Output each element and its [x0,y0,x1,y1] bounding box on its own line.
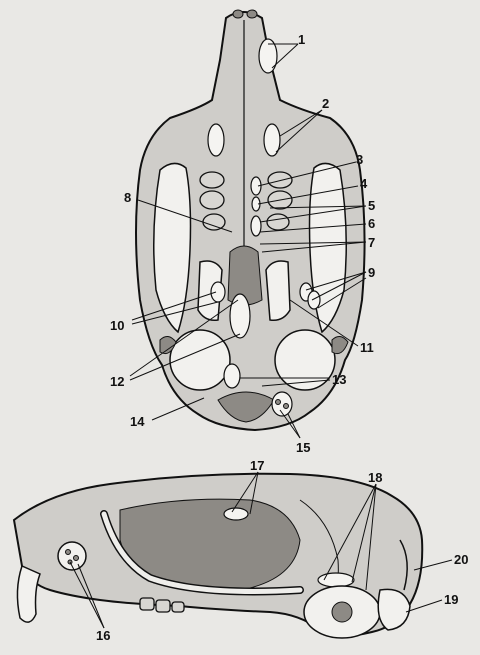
label-18: 18 [368,470,382,485]
label-11: 11 [360,340,374,355]
label-4: 4 [360,176,368,191]
label-15: 15 [296,440,310,455]
label-5: 5 [368,198,375,213]
label-7: 7 [368,235,375,250]
label-9: 9 [368,265,375,280]
label-6: 6 [368,216,375,231]
label-1: 1 [298,32,305,47]
label-19: 19 [444,592,458,607]
label-20: 20 [454,552,468,567]
label-12: 12 [110,374,124,389]
label-3: 3 [356,152,363,167]
left-molar-row [200,172,225,230]
label-17: 17 [250,458,264,473]
ventral-skull-view [136,10,365,430]
label-10: 10 [110,318,124,333]
label-8: 8 [124,190,131,205]
label-14: 14 [130,414,145,429]
label-16: 16 [96,628,110,643]
lateral-skull-view [14,474,422,638]
label-13: 13 [332,372,346,387]
label-2: 2 [322,96,329,111]
